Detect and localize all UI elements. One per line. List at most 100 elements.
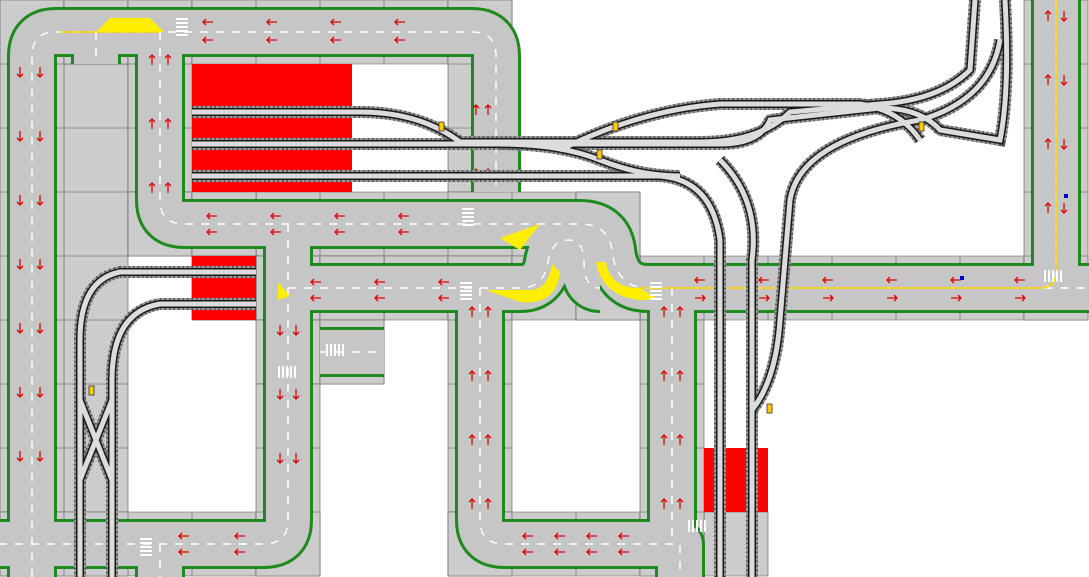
rail-signal-icon — [918, 121, 925, 132]
red-arrow-icon — [887, 294, 898, 302]
yield-zones — [96, 18, 660, 303]
red-arrow-icon — [438, 278, 449, 286]
crosswalk-stripe — [650, 286, 662, 288]
red-arrow-icon — [484, 434, 492, 445]
red-arrow-icon — [554, 532, 565, 540]
red-arrow-icon — [438, 294, 449, 302]
crosswalk-stripe — [338, 344, 340, 356]
red-arrow-icon — [36, 67, 44, 78]
yield-zone — [486, 264, 560, 303]
red-arrow-icon — [148, 54, 156, 65]
red-arrow-icon — [522, 548, 533, 556]
station-area — [192, 256, 256, 320]
rail-gap — [192, 0, 1010, 147]
red-arrow-icon — [202, 36, 213, 44]
red-arrow-icon — [234, 548, 245, 556]
red-arrow-icon — [694, 276, 705, 284]
lane-divider — [288, 239, 601, 289]
road-surface — [458, 288, 702, 577]
red-arrow-icon — [36, 323, 44, 334]
crosswalk-stripe — [176, 26, 188, 28]
red-arrow-icon — [292, 325, 300, 336]
crosswalk-stripe — [1044, 270, 1046, 282]
rail-signal-icon — [596, 149, 603, 160]
rail-network — [74, 0, 1013, 577]
lane-arrows — [16, 10, 1068, 556]
crosswalk-stripe — [176, 34, 188, 36]
yield-zone — [96, 18, 164, 32]
crosswalk-stripe — [334, 344, 336, 356]
crosswalk-stripe — [692, 520, 694, 532]
red-arrow-icon — [310, 294, 321, 302]
red-arrow-icon — [660, 306, 668, 317]
red-arrow-icon — [468, 306, 476, 317]
crosswalk-stripe — [286, 366, 288, 378]
rail-gap — [718, 158, 756, 577]
red-arrow-icon — [164, 182, 172, 193]
red-arrow-icon — [522, 532, 533, 540]
rail-gap — [77, 399, 115, 481]
rail-gap — [499, 141, 681, 179]
red-arrow-icon — [1044, 202, 1052, 213]
rail-gap — [558, 101, 923, 153]
red-arrow-icon — [148, 118, 156, 129]
red-arrow-icon — [472, 104, 480, 115]
rail-gap — [77, 269, 256, 577]
red-arrow-icon — [484, 370, 492, 381]
red-arrow-icon — [1015, 294, 1026, 302]
crosswalk-stripe — [460, 290, 472, 292]
crosswalk-stripe — [1052, 270, 1054, 282]
red-arrow-icon — [16, 323, 24, 334]
red-arrow-icon — [266, 36, 277, 44]
red-arrow-icon — [164, 54, 172, 65]
red-arrow-icon — [759, 294, 770, 302]
red-arrow-icon — [676, 306, 684, 317]
red-arrow-icon — [676, 370, 684, 381]
red-arrow-icon — [484, 498, 492, 509]
red-arrow-icon — [16, 67, 24, 78]
red-arrow-icon — [36, 387, 44, 398]
red-arrow-icon — [618, 548, 629, 556]
yield-zone — [596, 262, 660, 300]
blue-marker — [960, 276, 964, 280]
crosswalk-stripe — [290, 366, 292, 378]
red-arrow-icon — [148, 182, 156, 193]
crosswalk-stripe — [140, 538, 152, 540]
station-area — [704, 448, 768, 512]
red-arrow-icon — [394, 36, 405, 44]
red-arrow-icon — [398, 212, 409, 220]
crosswalks — [140, 18, 1062, 556]
crosswalk-stripe — [326, 344, 328, 356]
red-arrow-icon — [1060, 11, 1068, 22]
crosswalk-stripe — [460, 282, 472, 284]
red-arrow-icon — [1060, 75, 1068, 86]
red-arrow-icon — [266, 18, 277, 26]
red-arrow-icon — [16, 131, 24, 142]
crosswalk-stripe — [460, 298, 472, 300]
crosswalk-stripe — [462, 224, 474, 226]
rail-signals — [88, 121, 1068, 414]
crosswalk-stripe — [282, 366, 284, 378]
blue-marker — [1064, 194, 1068, 198]
red-arrow-icon — [822, 276, 833, 284]
road-surface — [0, 224, 310, 566]
crosswalk-stripe — [1056, 270, 1058, 282]
red-arrow-icon — [16, 195, 24, 206]
red-arrow-icon — [950, 276, 961, 284]
red-arrow-icon — [270, 228, 281, 236]
red-arrow-icon — [36, 131, 44, 142]
red-arrow-icon — [695, 294, 706, 302]
red-arrow-icon — [234, 532, 245, 540]
crosswalk-stripe — [460, 294, 472, 296]
red-arrow-icon — [36, 451, 44, 462]
red-arrow-icon — [276, 325, 284, 336]
crosswalk-stripe — [330, 344, 332, 356]
crosswalk-stripe — [650, 294, 662, 296]
crosswalk-stripe — [462, 208, 474, 210]
red-arrow-icon — [618, 532, 629, 540]
red-arrow-icon — [1044, 10, 1052, 21]
red-arrow-icon — [660, 370, 668, 381]
red-arrow-icon — [36, 195, 44, 206]
crosswalk-stripe — [700, 520, 702, 532]
